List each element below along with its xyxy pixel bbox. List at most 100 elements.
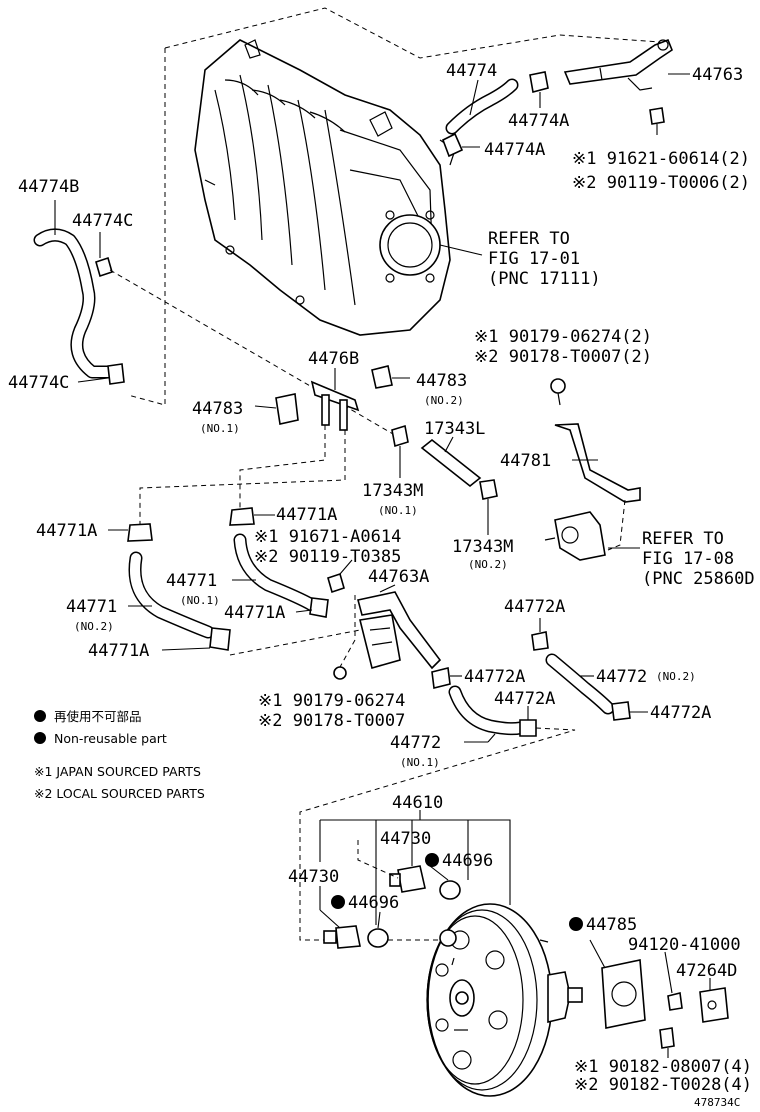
- callout-90178: ※2 90178-T0007: [258, 711, 405, 731]
- callout-44771A: 44771A: [276, 505, 337, 525]
- non-reusable-dot-icon: [331, 895, 345, 909]
- hose-44771-no1: [232, 533, 329, 618]
- hose-44774B: [33, 228, 125, 385]
- callout-44771: 44771: [66, 597, 117, 617]
- clamp-17343M-no2: [479, 479, 498, 535]
- bracket-44783-no2: [371, 365, 410, 389]
- hose-44772-no1: [448, 685, 537, 743]
- callouts: 44774 44774A 44774A 44763 ※1 91621-60614…: [8, 61, 755, 1109]
- callout-44783: 44783: [416, 371, 467, 391]
- callout-44610: 44610: [392, 793, 443, 813]
- refer-fig-17-08: (PNC 25860D: [642, 569, 755, 589]
- callout-44774A: 44774A: [508, 111, 569, 131]
- brake-booster-bracket-lines: [319, 810, 511, 925]
- clevis-47264D: [699, 978, 729, 1023]
- callout-90179: ※1 90179-06274(2): [474, 327, 652, 347]
- callout-44771A: 44771A: [36, 521, 97, 541]
- hose-44772-no2: [545, 653, 648, 721]
- grommet-44696-upper: [429, 865, 461, 900]
- callout-44783: 44783: [192, 399, 243, 419]
- callout-94120: 94120-41000: [628, 935, 741, 955]
- callout-44774: 44774: [446, 61, 497, 81]
- refer-fig-17-08: REFER TO: [642, 529, 724, 549]
- legend-src2: ※2 LOCAL SOURCED PARTS: [34, 786, 205, 801]
- callout-44772A: 44772A: [494, 689, 555, 709]
- callout-44774B: 44774B: [18, 177, 79, 197]
- bolt-90182: [659, 1027, 675, 1058]
- callout-44783-sub: (NO.1): [200, 422, 240, 435]
- nut-94120: [664, 951, 683, 1011]
- clamp-44772A-1: [531, 618, 549, 651]
- callout-44763: 44763: [692, 65, 743, 85]
- vsv-valve: [544, 499, 640, 561]
- callout-4476B: 4476B: [308, 349, 359, 369]
- callout-90119: ※2 90119-T0006(2): [572, 173, 750, 193]
- callout-90178: ※2 90178-T0007(2): [474, 347, 652, 367]
- intake-manifold: [127, 7, 661, 406]
- callout-44771A: 44771A: [88, 641, 149, 661]
- callout-90119-t0385: ※2 90119-T0385: [254, 547, 401, 567]
- clip-4476B: [310, 368, 360, 431]
- pipe-44763: [563, 38, 673, 135]
- callout-90182: ※2 90182-T0028(4): [574, 1075, 752, 1095]
- callout-17343L: 17343L: [424, 419, 485, 439]
- non-reusable-dot-icon: [34, 732, 46, 744]
- hose-44774: [445, 78, 519, 135]
- non-reusable-dot-icon: [425, 853, 439, 867]
- callout-47264D: 47264D: [676, 961, 737, 981]
- bolt-91671: [327, 559, 353, 594]
- callout-44772: 44772: [596, 667, 647, 687]
- callout-44763A: 44763A: [368, 567, 429, 587]
- figure-id: 478734C: [694, 1096, 740, 1109]
- check-valve-44730-lower: [319, 886, 361, 949]
- callout-44771: 44771: [166, 571, 217, 591]
- callout-44783-sub: (NO.2): [424, 394, 464, 407]
- callout-44772-sub: (NO.1): [400, 756, 440, 769]
- legend: 再使用不可部品 Non-reusable part ※1 JAPAN SOURC…: [34, 709, 205, 801]
- grommet-44696-lower: [367, 911, 389, 948]
- callout-44696: 44696: [348, 893, 399, 913]
- gasket-44785: [589, 939, 646, 1029]
- callout-17343M-sub: (NO.1): [378, 504, 418, 517]
- callout-44772-sub: (NO.2): [656, 670, 696, 683]
- non-reusable-dot-icon: [34, 710, 46, 722]
- callout-44730: 44730: [288, 867, 339, 887]
- legend-en: Non-reusable part: [54, 731, 167, 746]
- refer-fig-17-01: FIG 17-01: [488, 249, 580, 269]
- refer-fig-17-01: (PNC 17111): [488, 269, 601, 289]
- clamp-44774A-mid: [441, 132, 464, 158]
- callout-44730: 44730: [380, 829, 431, 849]
- brake-booster: [426, 903, 583, 1097]
- clamp-44771A-left: [108, 523, 153, 542]
- callout-91671: ※1 91671-A0614: [254, 527, 401, 547]
- callout-44774A: 44774A: [484, 140, 545, 160]
- clamp-44774A-top: [529, 71, 549, 93]
- callout-17343M-sub: (NO.2): [468, 558, 508, 571]
- callout-91621: ※1 91621-60614(2): [572, 149, 750, 169]
- hose-17343L: [420, 436, 482, 488]
- callout-44772A: 44772A: [504, 597, 565, 617]
- check-valve-44730-upper: [389, 840, 426, 893]
- callout-90179: ※1 90179-06274: [258, 691, 405, 711]
- callout-44774C: 44774C: [72, 211, 133, 231]
- refer-fig-17-08: FIG 17-08: [642, 549, 734, 569]
- callout-90182: ※1 90182-08007(4): [574, 1057, 752, 1077]
- callout-17343M: 17343M: [452, 537, 513, 557]
- clamp-44772A-2: [431, 667, 462, 689]
- callout-17343M: 17343M: [362, 481, 423, 501]
- callout-44696: 44696: [442, 851, 493, 871]
- refer-fig-17-01: REFER TO: [488, 229, 570, 249]
- bracket-44783-no1: [254, 393, 299, 425]
- callout-44781: 44781: [500, 451, 551, 471]
- clamp-17343M-no1: [391, 424, 409, 478]
- callout-44771-sub: (NO.2): [74, 620, 114, 633]
- bracket-44781: [550, 378, 641, 503]
- legend-src1: ※1 JAPAN SOURCED PARTS: [34, 764, 201, 779]
- callout-44771A: 44771A: [224, 603, 285, 623]
- callout-44772: 44772: [390, 733, 441, 753]
- pipe-44763A: [333, 584, 442, 680]
- legend-jp: 再使用不可部品: [54, 709, 142, 724]
- callout-44772A: 44772A: [650, 703, 711, 723]
- hose-44771-no2: [128, 551, 231, 651]
